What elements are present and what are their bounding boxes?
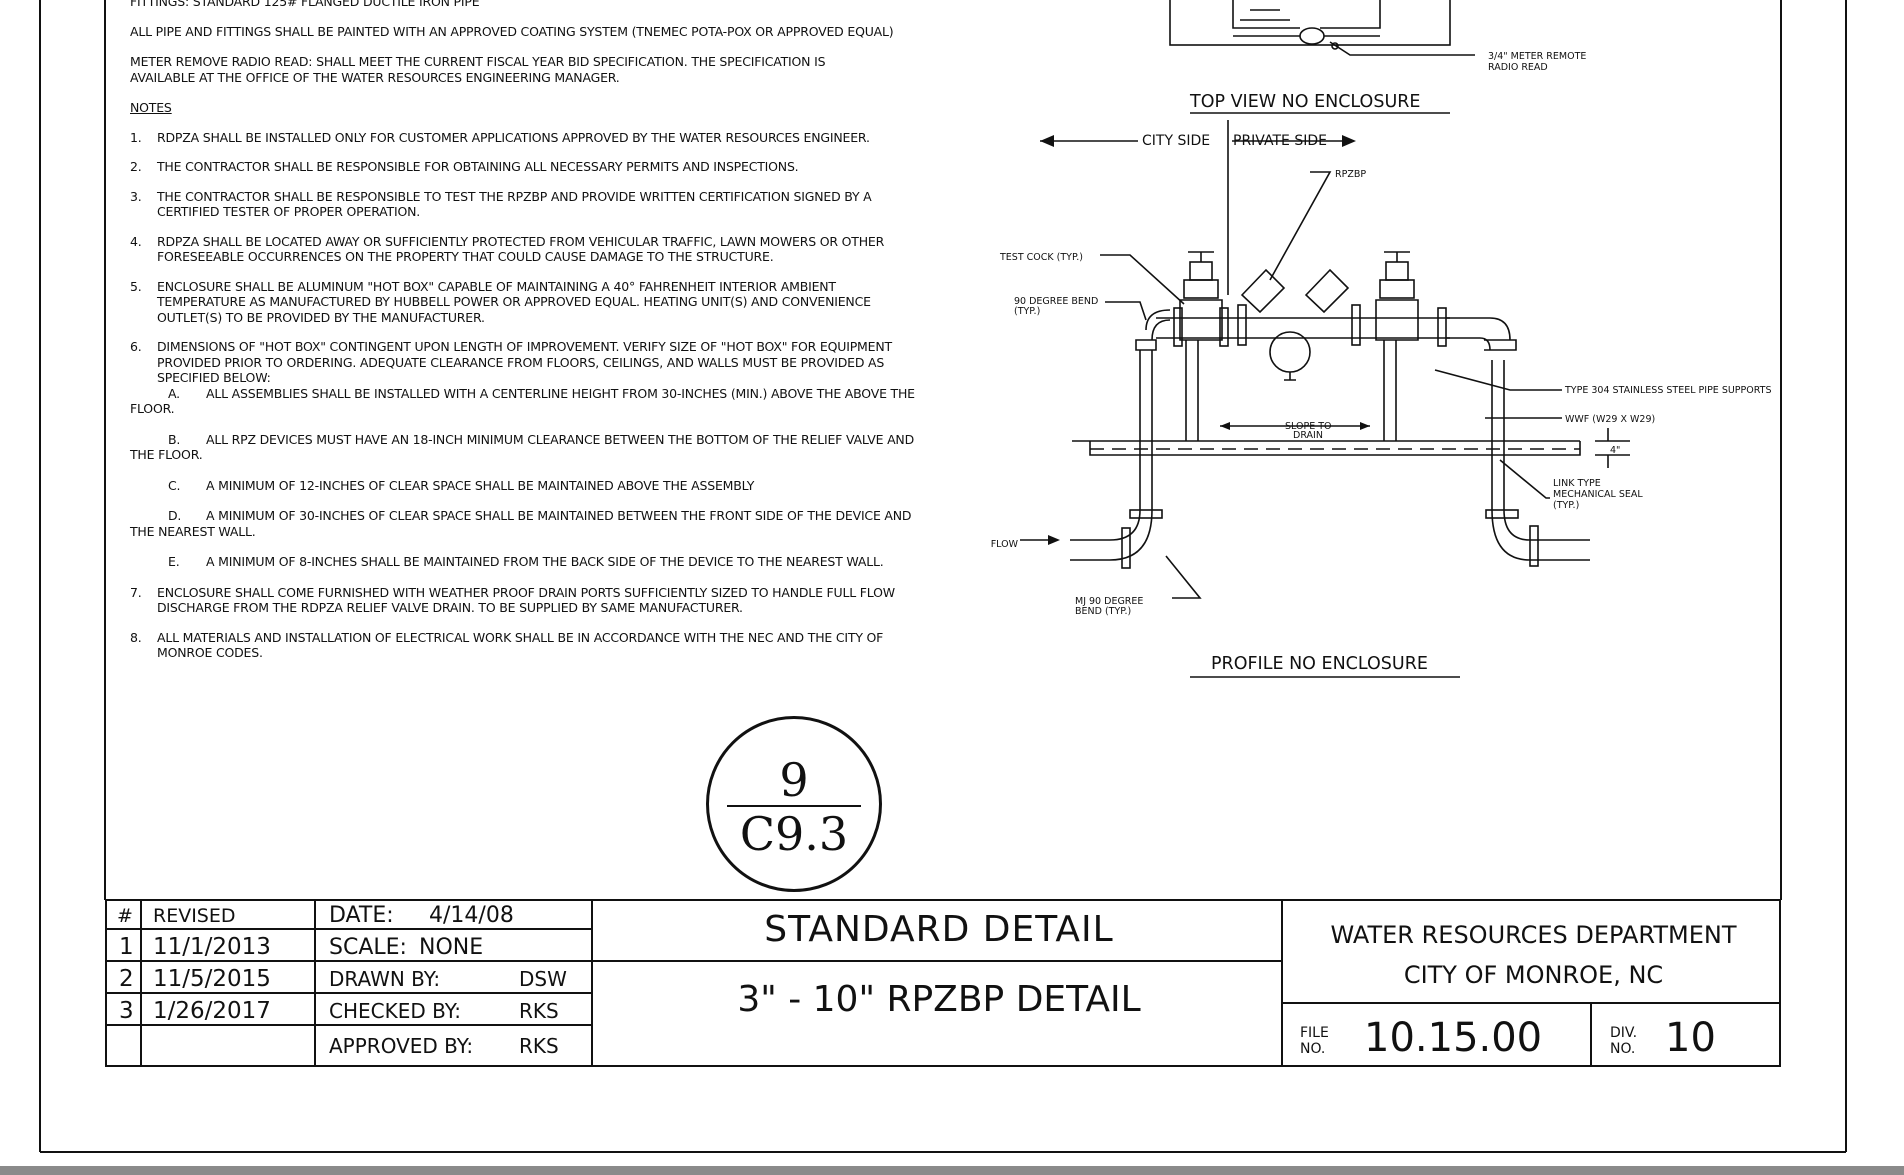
label-bend: 90 DEGREE BEND xyxy=(1014,296,1098,307)
label-radio-read: RADIO READ xyxy=(1488,62,1548,73)
rev-header-num: # xyxy=(117,905,133,927)
label-bend-typ: (TYP.) xyxy=(1014,306,1040,317)
rev-date: 1/26/2017 xyxy=(153,998,271,1024)
label-link-type: LINK TYPE xyxy=(1553,478,1601,489)
profile-title: PROFILE NO ENCLOSURE xyxy=(1211,654,1428,674)
div-number: 10 xyxy=(1665,1015,1716,1061)
note-sub-item: D.A MINIMUM OF 30-INCHES OF CLEAR SPACE … xyxy=(130,508,912,539)
notes-header: NOTES xyxy=(130,100,172,115)
note-sub-items: A.ALL ASSEMBLIES SHALL BE INSTALLED WITH… xyxy=(130,386,920,570)
label-mj-bend: MJ 90 DEGREE xyxy=(1075,596,1143,607)
viewer-bottom-bar xyxy=(0,1166,1904,1175)
label-mech-seal: MECHANICAL SEAL xyxy=(1553,489,1643,500)
label-test-cock: TEST COCK (TYP.) xyxy=(999,252,1083,263)
note-meter-line2: AVAILABLE AT THE OFFICE OF THE WATER RES… xyxy=(130,69,620,85)
rev-num: 2 xyxy=(119,966,134,992)
rev-date: 11/5/2015 xyxy=(153,966,271,992)
standard-detail-heading: STANDARD DETAIL xyxy=(764,909,1114,950)
note-sub-item: B.ALL RPZ DEVICES MUST HAVE AN 18-INCH M… xyxy=(130,431,914,463)
label-slope: SLOPE TO xyxy=(1285,421,1332,432)
note-sub-item: C.A MINIMUM OF 12-INCHES OF CLEAR SPACE … xyxy=(168,477,755,493)
label-wwf: WWF (W29 X W29) xyxy=(1565,414,1655,425)
detail-title: 3" - 10" RPZBP DETAIL xyxy=(737,979,1141,1020)
note-meter-line1: METER REMOVE RADIO READ: SHALL MEET THE … xyxy=(130,54,826,69)
rpz-check-valve-1 xyxy=(1240,268,1286,314)
note-meter: METER REMOVE RADIO READ: SHALL MEET THE … xyxy=(130,54,920,85)
note-item: 8.ALL MATERIALS AND INSTALLATION OF ELEC… xyxy=(130,629,884,661)
label-drain: DRAIN xyxy=(1293,430,1323,441)
date-label: DATE: xyxy=(329,903,394,928)
label-seal-typ: (TYP.) xyxy=(1553,500,1579,511)
checked-by-value: RKS xyxy=(519,999,559,1023)
notes-block: FITTINGS: STANDARD 125# FLANGED DUCTILE … xyxy=(130,0,920,675)
date-value: 4/14/08 xyxy=(429,903,514,928)
note-item: 7.ENCLOSURE SHALL COME FURNISHED WITH WE… xyxy=(130,584,895,616)
detail-sheet: C9.3 xyxy=(739,807,849,861)
top-view-box xyxy=(1169,0,1451,46)
drawn-by-label: DRAWN BY: xyxy=(329,967,441,991)
label-mj-bend-typ: BEND (TYP.) xyxy=(1075,606,1131,617)
label-supports: TYPE 304 STAINLESS STEEL PIPE SUPPORTS xyxy=(1564,385,1771,396)
department-name: WATER RESOURCES DEPARTMENT xyxy=(1330,921,1737,949)
note-item: 4.RDPZA SHALL BE LOCATED AWAY OR SUFFICI… xyxy=(130,233,885,265)
note-fittings: FITTINGS: STANDARD 125# FLANGED DUCTILE … xyxy=(130,0,480,9)
approved-by-value: RKS xyxy=(519,1034,559,1058)
note-sub-item: E.A MINIMUM OF 8-INCHES SHALL BE MAINTAI… xyxy=(168,554,884,569)
rev-num: 3 xyxy=(119,998,134,1024)
rev-header-label: REVISED xyxy=(153,905,236,927)
top-view-title: TOP VIEW NO ENCLOSURE xyxy=(1189,92,1420,112)
label-rpzbp: RPZBP xyxy=(1335,169,1366,180)
file-no-label: FILE NO. xyxy=(1300,1025,1329,1057)
meter-icon xyxy=(1299,27,1325,45)
title-block: # REVISED 1 11/1/2013 2 11/5/2015 3 1/26… xyxy=(105,899,1781,1067)
drawn-by-value: DSW xyxy=(519,967,567,991)
arrow-left-icon xyxy=(1040,135,1054,147)
note-item: 1.RDPZA SHALL BE INSTALLED ONLY FOR CUST… xyxy=(130,129,870,145)
note-sub-item: A.ALL ASSEMBLIES SHALL BE INSTALLED WITH… xyxy=(130,385,915,417)
checked-by-label: CHECKED BY: xyxy=(329,999,462,1023)
note-painting: ALL PIPE AND FITTINGS SHALL BE PAINTED W… xyxy=(130,23,894,39)
rev-date: 11/1/2013 xyxy=(153,934,271,960)
city-name: CITY OF MONROE, NC xyxy=(1403,961,1664,989)
note-item: 6.DIMENSIONS OF "HOT BOX" CONTINGENT UPO… xyxy=(130,339,892,385)
approved-by-label: APPROVED BY: xyxy=(329,1034,474,1058)
file-number: 10.15.00 xyxy=(1364,1015,1543,1061)
detail-number: 9 xyxy=(779,753,809,807)
rev-num: 1 xyxy=(119,934,134,960)
label-four-inch: 4" xyxy=(1610,445,1620,456)
note-item: 2.THE CONTRACTOR SHALL BE RESPONSIBLE FO… xyxy=(130,159,799,174)
label-meter-remote: 3/4" METER REMOTE xyxy=(1488,51,1586,62)
flow-arrow-icon xyxy=(1048,535,1060,545)
label-city-side: CITY SIDE xyxy=(1142,133,1210,149)
note-item: 3.THE CONTRACTOR SHALL BE RESPONSIBLE TO… xyxy=(130,188,872,220)
div-no-label: DIV. NO. xyxy=(1610,1025,1638,1057)
arrow-right-icon xyxy=(1342,135,1356,147)
detail-reference-bubble: 9 C9.3 xyxy=(706,716,882,892)
rpzbp-diagram: 3/4" METER REMOTE RADIO READ RPZBP TEST … xyxy=(991,0,1771,678)
scale-value: NONE xyxy=(419,935,484,960)
label-private-side: PRIVATE SIDE xyxy=(1233,133,1327,149)
label-flow: FLOW xyxy=(991,539,1019,550)
scale-label: SCALE: xyxy=(329,935,407,960)
rpz-check-valve-2 xyxy=(1304,268,1350,314)
note-item: 5.ENCLOSURE SHALL BE ALUMINUM "HOT BOX" … xyxy=(130,278,871,325)
